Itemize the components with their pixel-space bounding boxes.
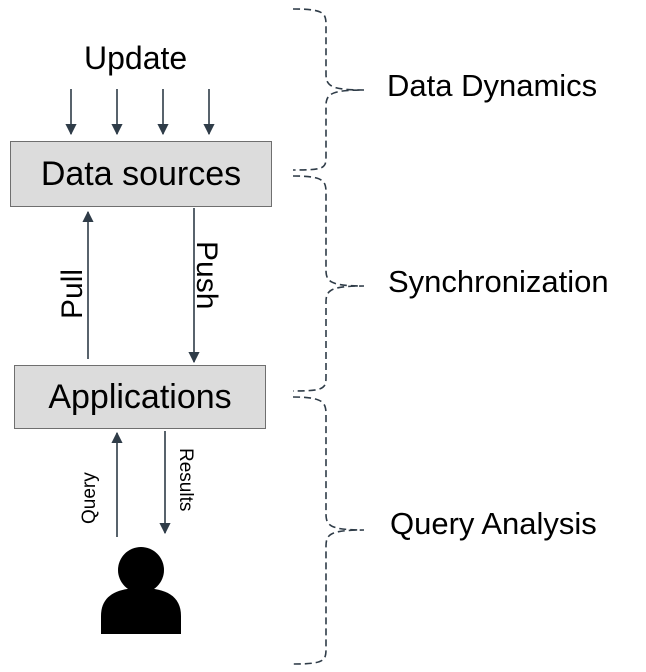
data-sources-label: Data sources	[40, 154, 242, 193]
update-arrows	[65, 89, 215, 136]
applications-box: Applications	[14, 365, 266, 429]
user-icon	[101, 547, 181, 634]
push-label: Push	[190, 241, 223, 310]
query-label: Query	[79, 472, 100, 524]
stage-label-query-analysis: Query Analysis	[390, 506, 597, 541]
brace-synchronization	[292, 175, 365, 392]
results-label: Results	[175, 448, 196, 512]
data-sources-box: Data sources	[10, 141, 272, 207]
brace-data-dynamics	[292, 8, 365, 171]
stage-label-data-dynamics: Data Dynamics	[387, 68, 598, 103]
stage-label-synchronization: Synchronization	[388, 264, 609, 299]
brace-query-analysis	[292, 396, 365, 665]
applications-label: Applications	[48, 377, 232, 416]
pull-label: Pull	[56, 268, 89, 319]
update-label: Update	[84, 40, 188, 76]
